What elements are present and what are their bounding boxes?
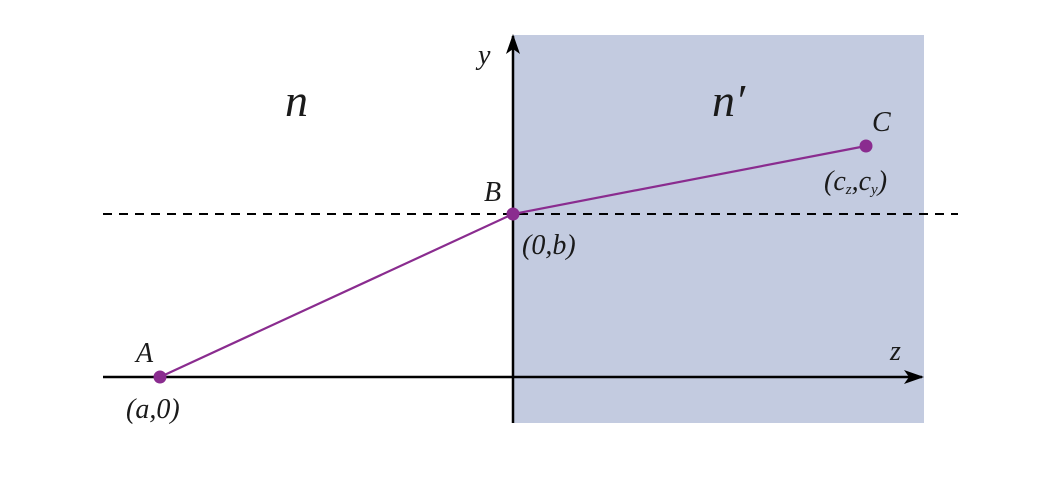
z-axis-label: z [889,336,901,367]
point-a-label: A [134,338,154,369]
point-b-label: B [484,177,501,208]
y-axis-label: y [475,40,491,71]
point-b-coords: (0,b) [522,230,576,261]
point-c [859,139,873,153]
point-c-close: ) [876,166,887,197]
point-c-label: C [872,107,891,138]
medium-n-prime-region [513,35,924,423]
point-a [153,370,167,384]
refractive-index-n-prime: n′ [712,75,746,126]
refractive-index-n: n [285,75,308,126]
point-c-sub-z: z [845,182,852,198]
point-b [506,207,520,221]
point-c-comma: ,c [852,166,872,197]
point-c-coords: (cz,cy) [824,166,887,198]
point-c-sub-y: y [869,182,878,198]
point-c-open: (c [824,166,846,197]
point-a-coords: (a,0) [126,394,180,425]
